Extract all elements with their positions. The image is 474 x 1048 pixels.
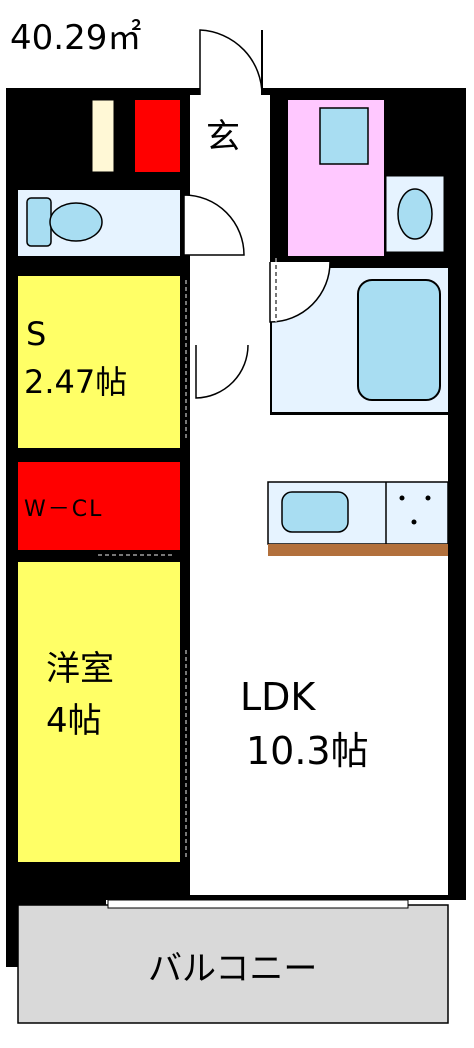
floor-area-label: 40.29㎡ <box>10 18 142 58</box>
storage-room-name: S <box>26 315 47 353</box>
western-room <box>18 562 180 862</box>
entrance-label: 玄 <box>206 117 240 157</box>
stove-burner <box>399 495 405 501</box>
western-room-size: 4帖 <box>46 701 102 741</box>
toilet-tank <box>26 197 52 247</box>
balcony-window <box>107 899 409 909</box>
entrance-closet <box>135 100 180 172</box>
western-room-name: 洋室 <box>46 649 114 689</box>
vanity-basin <box>397 188 433 240</box>
ldk-name: LDK <box>240 675 316 719</box>
storage-room-size: 2.47帖 <box>24 363 128 401</box>
storage-door-swing <box>195 344 249 399</box>
balcony <box>18 905 448 1023</box>
kitchen-sink <box>281 491 349 533</box>
toilet-bowl <box>49 202 103 242</box>
walk-in-closet <box>18 462 180 550</box>
balcony-label: バルコニー <box>148 949 318 989</box>
entry-door-swing <box>199 29 263 96</box>
toilet-door-swing <box>183 194 245 256</box>
walk-in-closet-label: W－CL <box>24 497 104 522</box>
kitchen-counter-edge <box>268 544 448 556</box>
ldk-size: 10.3帖 <box>246 729 369 773</box>
bathtub <box>357 279 441 401</box>
washing-machine-space <box>319 107 369 165</box>
shoe-cabinet <box>91 99 115 173</box>
stove-burner <box>411 519 417 525</box>
storage-room <box>18 276 180 448</box>
stove-burner <box>425 495 431 501</box>
